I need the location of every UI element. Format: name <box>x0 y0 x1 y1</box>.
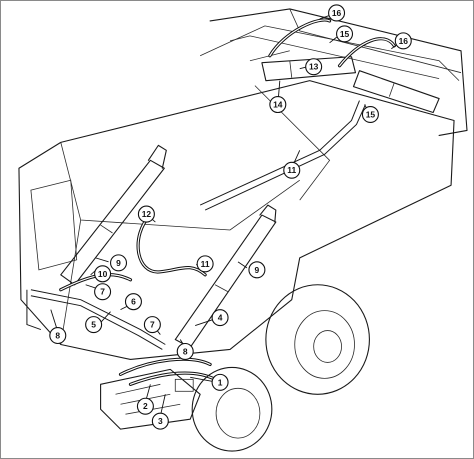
callout-1-label: 1 <box>218 377 223 387</box>
callout-9-a: 9 <box>110 254 128 272</box>
rear-wheel <box>191 366 273 452</box>
callout-14: 14 <box>269 96 287 114</box>
callout-11-b: 11 <box>283 161 301 179</box>
callout-14-label: 14 <box>273 100 283 110</box>
callout-11-a-label: 11 <box>201 259 210 269</box>
callout-9-b-label: 9 <box>255 265 260 275</box>
hydraulic-hoses <box>59 18 396 386</box>
callout-6-label: 6 <box>131 297 136 307</box>
callout-13: 13 <box>305 58 323 76</box>
callout-15-b: 15 <box>361 105 379 124</box>
loader-body <box>18 25 460 360</box>
tilt-cylinder-right <box>352 70 440 114</box>
callout-15-a-label: 15 <box>340 29 350 39</box>
callout-2-label: 2 <box>143 401 148 411</box>
callout-15-a: 15 <box>336 25 354 43</box>
callout-10-label: 10 <box>98 269 108 279</box>
callout-16-b-label: 16 <box>399 36 409 46</box>
callout-8-a-label: 8 <box>55 331 60 341</box>
callout-3-label: 3 <box>158 416 163 426</box>
callout-7-b-label: 7 <box>100 287 105 297</box>
callout-10: 10 <box>94 265 112 283</box>
callout-1: 1 <box>211 373 229 391</box>
callout-16-b: 16 <box>394 32 412 50</box>
callout-11-b-label: 11 <box>287 165 296 175</box>
callout-5-label: 5 <box>91 320 96 330</box>
callout-16-a: 16 <box>328 4 346 22</box>
callout-15-b-label: 15 <box>366 110 376 120</box>
lift-cylinder-left <box>60 144 167 286</box>
callout-4-label: 4 <box>218 313 223 323</box>
callout-5: 5 <box>85 316 103 334</box>
callout-8-b: 8 <box>176 342 194 360</box>
callout-2: 2 <box>136 397 154 415</box>
callout-9-b: 9 <box>248 261 266 279</box>
callout-6: 6 <box>124 293 142 311</box>
callout-12-label: 12 <box>142 209 152 219</box>
callout-4: 4 <box>211 309 229 327</box>
callout-7-b: 7 <box>94 283 112 301</box>
callout-16-a-label: 16 <box>332 8 342 18</box>
callout-7-a-label: 7 <box>150 320 155 330</box>
callout-8-a: 8 <box>49 327 67 345</box>
callout-9-a-label: 9 <box>116 258 121 268</box>
callout-11-a: 11 <box>196 255 214 273</box>
tilt-cylinder-left <box>261 56 357 82</box>
callout-7-a: 7 <box>143 316 161 334</box>
steel-tubes <box>26 100 366 350</box>
callout-12: 12 <box>137 205 155 223</box>
callout-13-label: 13 <box>309 62 319 72</box>
callout-8-b-label: 8 <box>183 346 188 356</box>
callout-3: 3 <box>151 412 169 430</box>
front-wheel <box>265 284 370 395</box>
